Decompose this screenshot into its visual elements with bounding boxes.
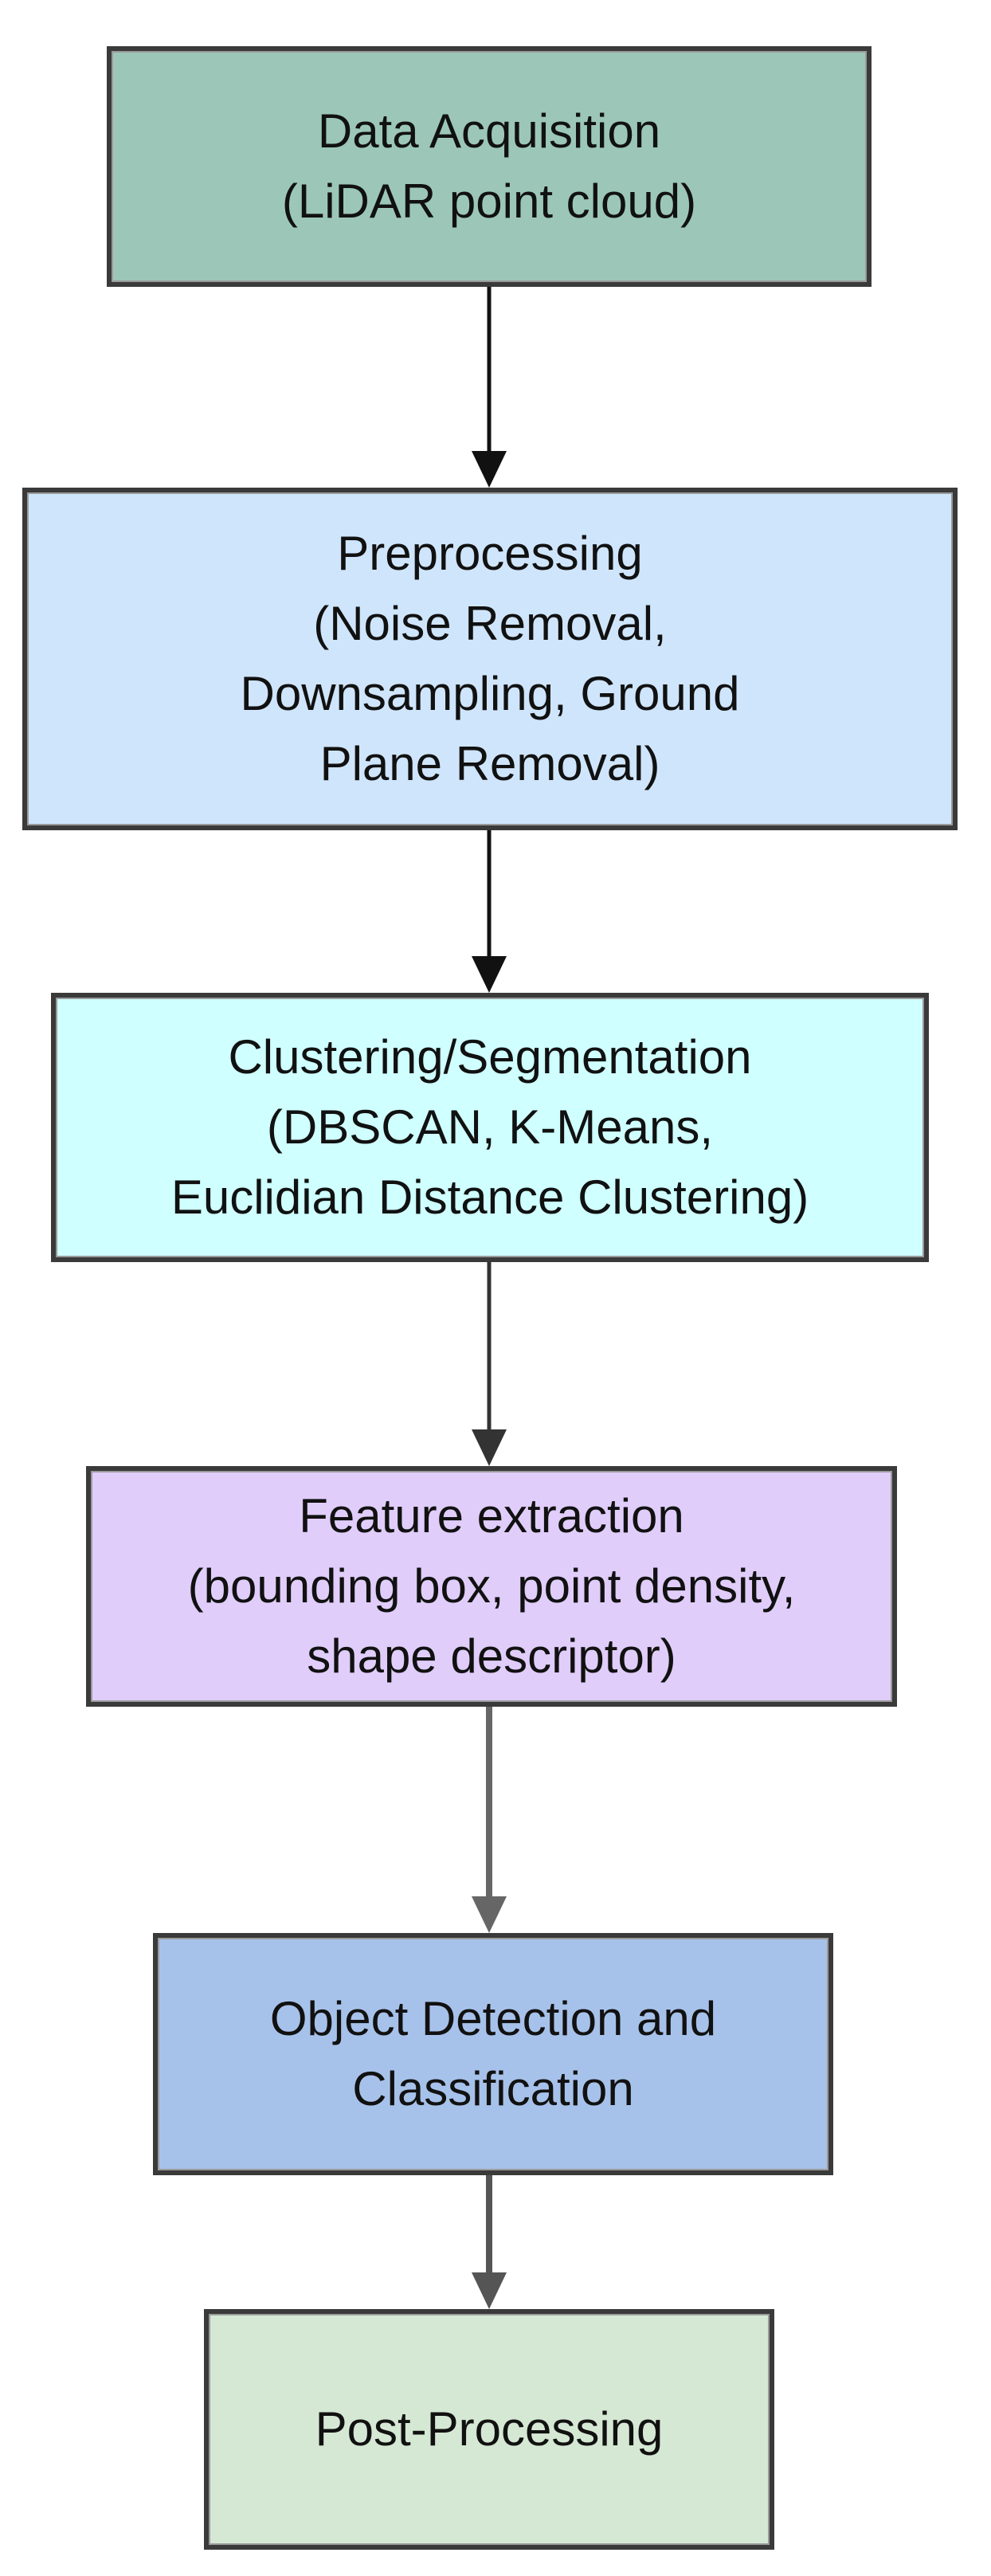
clustering-segmentation-label: Clustering/Segmentation (DBSCAN, K-Means… bbox=[170, 1030, 809, 1224]
post-processing-label: Post-Processing bbox=[315, 2402, 664, 2456]
feature-extraction-box: Feature extraction (bounding box, point … bbox=[86, 1466, 897, 1707]
clustering-segmentation-box: Clustering/Segmentation (DBSCAN, K-Means… bbox=[51, 993, 929, 1262]
object-detection-classification-label: Object Detection and Classification bbox=[269, 1992, 717, 2115]
post-processing-box: Post-Processing bbox=[204, 2309, 774, 2550]
object-detection-classification-box: Object Detection and Classification bbox=[153, 1933, 833, 2175]
arrow-4 bbox=[472, 1707, 507, 1933]
arrow-2 bbox=[472, 830, 507, 993]
feature-extraction-label: Feature extraction (bounding box, point … bbox=[187, 1489, 796, 1683]
arrow-3 bbox=[472, 1262, 507, 1466]
arrow-5 bbox=[472, 2175, 507, 2309]
data-acquisition-box: Data Acquisition (LiDAR point cloud) bbox=[107, 46, 872, 287]
preprocessing-label: Preprocessing (Noise Removal, Downsampli… bbox=[240, 527, 740, 790]
data-acquisition-label: Data Acquisition (LiDAR point cloud) bbox=[281, 104, 697, 228]
preprocessing-box: Preprocessing (Noise Removal, Downsampli… bbox=[22, 488, 958, 830]
arrow-1 bbox=[472, 287, 507, 488]
